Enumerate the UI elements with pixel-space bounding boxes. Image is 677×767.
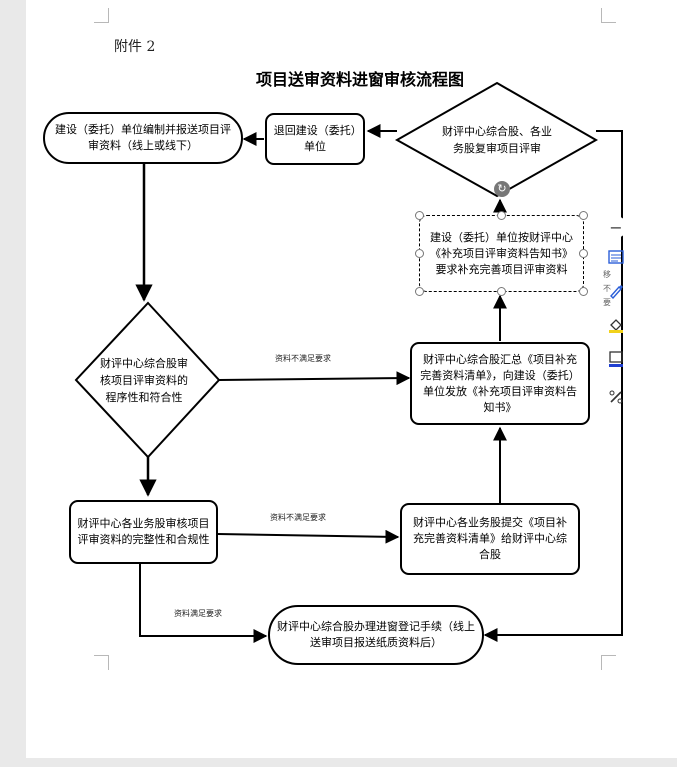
resize-handle-bottom-left[interactable] [415,287,424,296]
edge-business-to-submit [217,529,400,544]
node-prepare-text: 建设（委托）单位编制并报送项目评审资料（线上或线下） [55,123,231,152]
layout-options-icon[interactable] [603,244,629,270]
toolbar-side-text: 移 不 要 [603,270,611,307]
resize-handle-bottom[interactable] [497,287,506,296]
margin-corner-top-right [601,8,616,23]
attachment-label: 附件 2 [114,39,156,55]
fill-color-icon[interactable] [603,312,629,338]
outline-color-icon[interactable] [603,346,629,372]
resize-handle-top[interactable] [497,211,506,220]
edge-procedure-to-notice [218,371,411,386]
diamond-review-decision [394,81,599,198]
margin-corner-top-left [94,8,109,23]
flowchart-title: 项目送审资料进窗审核流程图 [255,70,464,89]
node-issue-notice: 财评中心综合股汇总《项目补充完善资料清单》，向建设（委托）单位发放《补充项目评审… [410,342,590,425]
brush-style-icon[interactable] [603,278,629,304]
more-tools-icon[interactable] [603,384,629,410]
resize-handle-left[interactable] [415,249,424,258]
node-prepare-materials: 建设（委托）单位编制并报送项目评审资料（线上或线下） [43,112,243,164]
node-business-check: 财评中心各业务股审核项目评审资料的完整性和合规性 [69,500,218,564]
node-submit-list: 财评中心各业务股提交《项目补充完善资料清单》给财评中心综合股 [400,503,580,575]
edge-business-to-register [139,564,268,643]
node-business-check-text: 财评中心各业务股审核项目评审资料的完整性和合规性 [77,517,210,546]
node-issue-notice-text: 财评中心综合股汇总《项目补充完善资料清单》，向建设（委托）单位发放《补充项目评审… [420,352,580,414]
node-supplement-text: 建设（委托）单位按财评中心《补充项目评审资料告知书》要求补充完善项目评审资料 [430,230,573,276]
node-register-text: 财评中心综合股办理进窗登记手续（线上送审项目报送纸质资料后） [277,620,475,649]
review-decision-label: 财评中心综合股、各业务股复审项目评审 [442,125,552,155]
resize-handle-top-left[interactable] [415,211,424,220]
node-supplement-materials[interactable]: 建设（委托）单位按财评中心《补充项目评审资料告知书》要求补充完善项目评审资料 [419,215,584,292]
resize-handle-right[interactable] [579,249,588,258]
node-register: 财评中心综合股办理进窗登记手续（线上送审项目报送纸质资料后） [268,605,484,665]
page-gutter [0,758,677,767]
edge-review-to-register [483,130,623,642]
rotate-handle-icon[interactable]: ↻ [494,181,510,197]
node-return-unit: 退回建设（委托）单位 [265,113,365,165]
resize-handle-top-right[interactable] [579,211,588,220]
collapse-toolbar-button[interactable]: − [605,216,627,238]
margin-corner-bottom-left [94,655,109,670]
edge-label-not-met-1: 资料不满足要求 [275,354,331,363]
edge-label-not-met-2: 资料不满足要求 [270,513,326,522]
node-return-text: 退回建设（委托）单位 [273,124,357,153]
margin-corner-bottom-right [601,655,616,670]
resize-handle-bottom-right[interactable] [579,287,588,296]
procedure-check-label: 财评中心综合股审核项目评审资料的程序性和符合性 [100,356,188,404]
edge-label-met: 资料满足要求 [174,609,222,618]
node-submit-list-text: 财评中心各业务股提交《项目补充完善资料清单》给财评中心综合股 [413,516,567,561]
